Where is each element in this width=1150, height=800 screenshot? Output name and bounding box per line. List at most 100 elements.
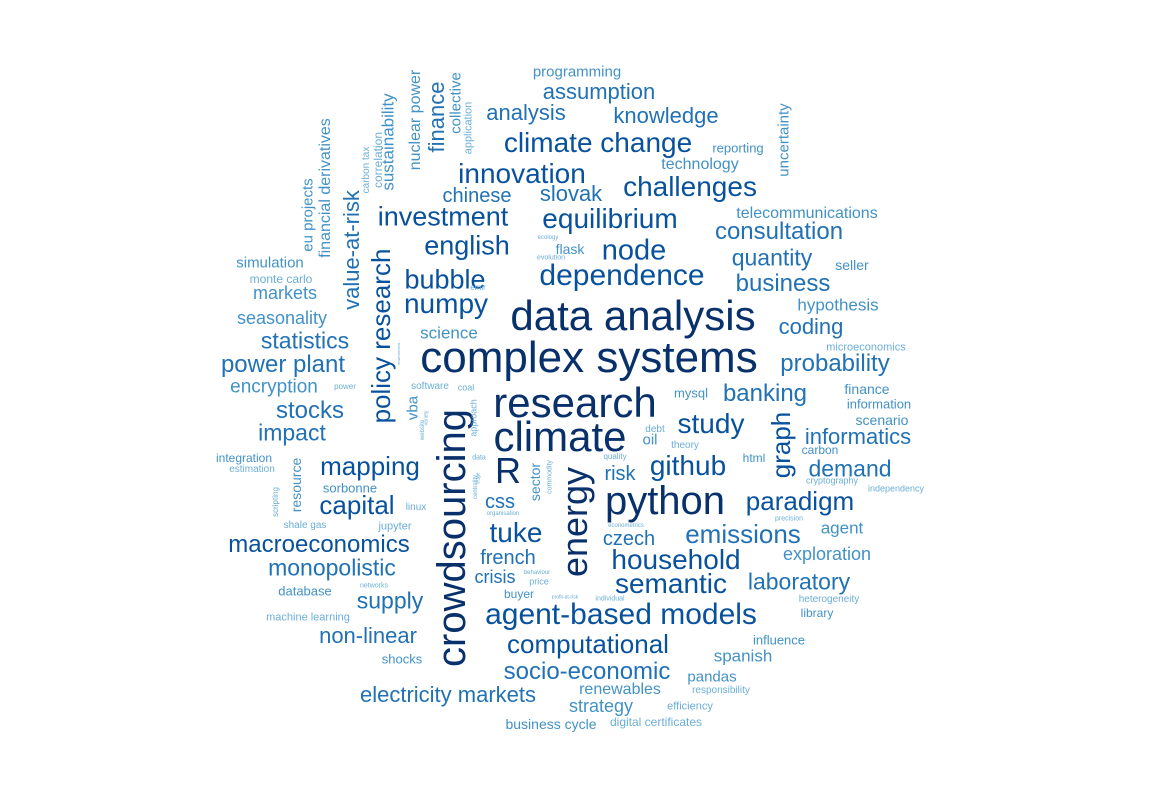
word-emir: emir: [470, 283, 486, 292]
word-impact: impact: [258, 419, 326, 446]
word-computational: computational: [507, 629, 669, 659]
word-responsibility: responsibility: [692, 685, 750, 696]
word-reporting: reporting: [712, 140, 764, 156]
word-power-plant: power plant: [220, 351, 346, 378]
word-graph: graph: [766, 411, 796, 479]
word-html: html: [742, 451, 766, 465]
word-statistics: statistics: [260, 327, 350, 354]
word-influence: influence: [752, 632, 806, 648]
word-ecology: ecology: [537, 235, 559, 241]
word-cryptography: cryptography: [805, 475, 859, 486]
word-independency: independency: [867, 483, 925, 494]
word-variety: variety: [423, 410, 430, 426]
word-crowdsourcing: crowdsourcing: [430, 409, 474, 667]
word-github: github: [649, 450, 727, 481]
word-evolution: evolution: [536, 254, 566, 262]
word-efficiency: efficiency: [667, 700, 713, 713]
word-vba: vba: [404, 395, 422, 421]
word-capital: capital: [319, 490, 395, 520]
word-strategy: strategy: [568, 696, 634, 716]
word-mysql: mysql: [674, 385, 708, 401]
word-laboratory: laboratory: [747, 568, 851, 595]
word-assumption: assumption: [542, 79, 656, 104]
word-household: household: [611, 544, 741, 575]
word-carbon-tax: carbon tax: [361, 146, 372, 194]
word-css: css: [485, 491, 515, 513]
word-slovak: slovak: [539, 181, 603, 206]
word-buyer: buyer: [503, 587, 535, 601]
word-programming: programming: [532, 63, 622, 81]
word-estimation: estimation: [229, 464, 275, 475]
word-debt: debt: [645, 424, 665, 435]
word-electricity-markets: electricity markets: [359, 682, 537, 707]
word-french: french: [480, 547, 536, 569]
word-shocks: shocks: [381, 651, 423, 667]
word-organisation: organisation: [486, 511, 520, 517]
word-challenges: challenges: [623, 171, 757, 202]
word-equilibrium: equilibrium: [542, 203, 678, 234]
word-precision: precision: [774, 515, 804, 523]
word-agent-based-models: agent-based models: [485, 598, 757, 631]
word-research: research: [493, 379, 657, 426]
word-scenario: scenario: [855, 412, 909, 428]
word-scripting: scripting: [271, 487, 280, 517]
word-finance: finance: [424, 81, 449, 153]
word-finance: finance: [844, 381, 890, 397]
word-networks: networks: [359, 582, 389, 590]
word-econometrics: econometrics: [608, 523, 644, 529]
word-mapping: mapping: [320, 451, 420, 481]
word-shale-gas: shale gas: [283, 520, 327, 531]
word-numpy: numpy: [403, 288, 489, 319]
word-node: node: [601, 234, 667, 267]
word-sorbonne: sorbonne: [322, 480, 378, 496]
word-coding: coding: [778, 314, 844, 339]
word-seasonality: seasonality: [236, 308, 328, 328]
word-crisis: crisis: [474, 567, 516, 587]
word-theory: theory: [671, 440, 699, 451]
word-eu-projects: eu projects: [299, 178, 317, 252]
word-english: english: [424, 230, 510, 261]
word-policy-research: policy research: [366, 248, 396, 424]
word-machine-learning: machine learning: [266, 611, 350, 624]
word-quality: quality: [603, 452, 627, 461]
word-consultation: consultation: [714, 218, 844, 245]
word-science: science: [420, 323, 478, 343]
word-carbon: carbon: [801, 443, 839, 457]
word-library: library: [800, 606, 834, 620]
word-behaviour: behaviour: [523, 570, 551, 576]
word-paradigm: paradigm: [745, 486, 855, 516]
word-approach: approach: [468, 399, 479, 437]
word-stocks: stocks: [275, 397, 345, 424]
word-profit-at-risk: profit-at-risk: [551, 594, 579, 601]
word-power: power: [334, 382, 356, 391]
word-oil: oil: [642, 431, 658, 449]
word-study: study: [677, 408, 745, 439]
word-tuke: tuke: [489, 517, 543, 548]
word-financial-derivatives: financial derivatives: [317, 118, 334, 258]
word-individual: individual: [595, 595, 625, 603]
word-pandas: pandas: [687, 668, 737, 686]
word-r: R: [495, 450, 521, 491]
word-application: application: [462, 101, 475, 155]
word-markets: markets: [252, 283, 318, 303]
word-risk: risk: [604, 463, 636, 485]
word-simulation: simulation: [236, 254, 304, 272]
word-semantic: semantic: [614, 568, 728, 599]
word-investment: investment: [377, 201, 509, 232]
word-czech: czech: [602, 528, 656, 550]
word-agent: agent: [820, 518, 864, 538]
word-climate-change: climate change: [503, 127, 693, 158]
word-correlation: correlation: [371, 131, 385, 189]
word-environment: environment: [396, 342, 401, 366]
word-sector: sector: [527, 462, 543, 502]
word-price: price: [529, 576, 549, 587]
word-non-linear: non-linear: [319, 623, 417, 648]
word-technology: technology: [661, 156, 739, 173]
word-digital-certificates: digital certificates: [609, 715, 703, 729]
word-encryption: encryption: [230, 376, 318, 398]
word-seller: seller: [835, 257, 869, 273]
word-supply: supply: [356, 587, 424, 614]
word-monopolistic: monopolistic: [268, 554, 396, 581]
word-heterogeneity: heterogeneity: [798, 594, 860, 605]
